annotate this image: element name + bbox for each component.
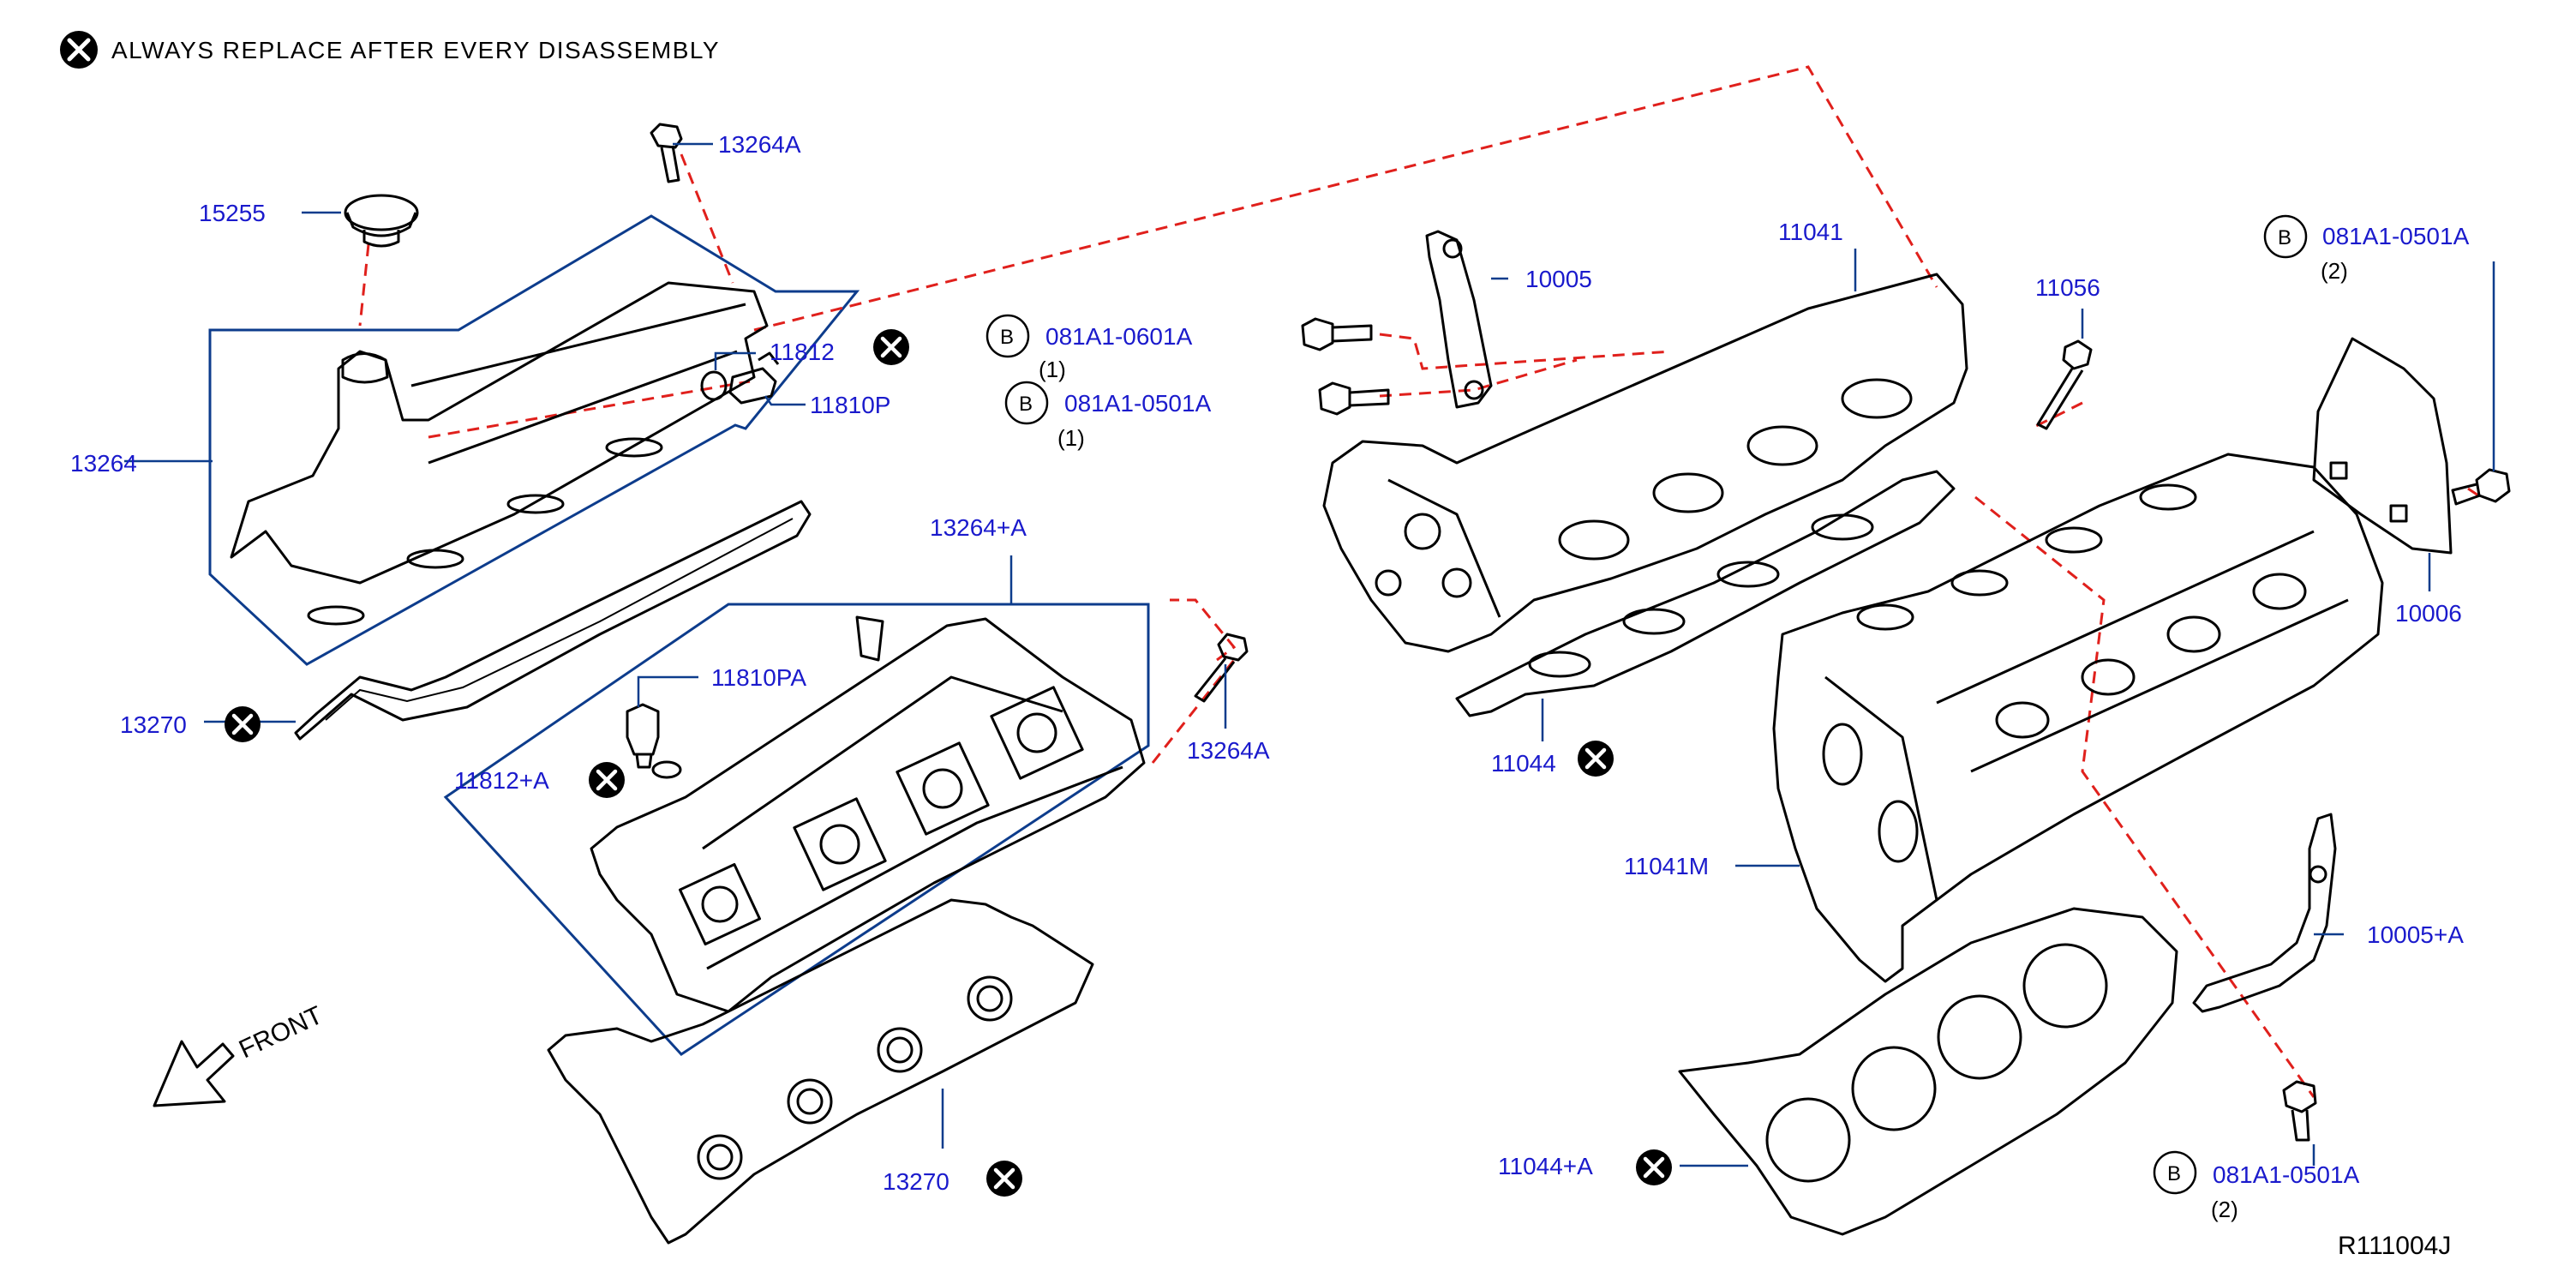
part-label-081A1-0501A-bottom[interactable]: 081A1-0501A bbox=[2213, 1161, 2360, 1188]
part-label-10006[interactable]: 10006 bbox=[2395, 600, 2462, 627]
assembly-dashed-lines bbox=[358, 65, 2482, 1098]
part-label-081A1-0501A-right[interactable]: 081A1-0501A bbox=[2322, 223, 2470, 249]
cylinder-head-11041M bbox=[1772, 453, 2384, 983]
replace-icon bbox=[225, 706, 261, 742]
part-label-081A1-0601A[interactable]: 081A1-0601A bbox=[1045, 323, 1193, 350]
oil-filler-cap bbox=[344, 194, 419, 248]
legend-text: ALWAYS REPLACE AFTER EVERY DISASSEMBLY bbox=[111, 37, 720, 63]
part-label-11044[interactable]: 11044 bbox=[1491, 750, 1556, 777]
part-label-11056[interactable]: 11056 bbox=[2035, 274, 2100, 301]
head-gasket-11044 bbox=[1455, 470, 1956, 717]
rocker-cover-upper bbox=[230, 281, 769, 626]
replace-icon bbox=[873, 329, 909, 365]
front-label: FRONT bbox=[235, 1001, 327, 1065]
part-label-13264[interactable]: 13264 bbox=[70, 450, 137, 477]
bolt-marker-icon: B bbox=[1004, 381, 1049, 425]
part-label-13264A-mid[interactable]: 13264A bbox=[1187, 737, 1270, 764]
svg-text:B: B bbox=[1000, 326, 1014, 349]
part-label-13264pA[interactable]: 13264+A bbox=[930, 514, 1027, 541]
part-label-15255[interactable]: 15255 bbox=[199, 200, 266, 226]
quantity-0501A-bottom: (2) bbox=[2211, 1197, 2238, 1222]
part-label-13264A-top[interactable]: 13264A bbox=[718, 131, 801, 158]
replace-icon bbox=[1578, 741, 1614, 777]
bracket-10005A bbox=[2192, 813, 2337, 1013]
replace-legend: ALWAYS REPLACE AFTER EVERY DISASSEMBLY bbox=[60, 31, 720, 69]
front-arrow bbox=[153, 1040, 235, 1107]
bolt-11056 bbox=[2036, 339, 2093, 430]
bracket-10006 bbox=[2312, 337, 2453, 555]
svg-text:B: B bbox=[1019, 393, 1033, 416]
part-label-13270-bottom[interactable]: 13270 bbox=[883, 1168, 950, 1195]
part-label-10005[interactable]: 10005 bbox=[1525, 266, 1592, 292]
rocker-cover-upper-box bbox=[208, 214, 860, 666]
part-label-11810P[interactable]: 11810P bbox=[810, 392, 890, 418]
part-label-11041[interactable]: 11041 bbox=[1778, 219, 1843, 245]
part-label-081A1-0501A-left[interactable]: 081A1-0501A bbox=[1064, 390, 1212, 417]
pcv-washer-11812A bbox=[651, 760, 682, 779]
rocker-cover-lower bbox=[590, 615, 1146, 1013]
bolt-081A1-0501A-left bbox=[1318, 381, 1390, 416]
svg-text:B: B bbox=[2167, 1162, 2181, 1185]
part-label-10005pA[interactable]: 10005+A bbox=[2367, 921, 2464, 948]
bolt-marker-icon: B bbox=[2263, 214, 2308, 259]
quantity-0601A: (1) bbox=[1039, 357, 1066, 382]
part-label-11041M[interactable]: 11041M bbox=[1624, 853, 1709, 879]
replace-icon bbox=[60, 31, 98, 69]
replace-icon bbox=[589, 762, 625, 798]
quantity-0501A-left: (1) bbox=[1057, 425, 1085, 451]
part-label-11044pA[interactable]: 11044+A bbox=[1498, 1153, 1593, 1179]
bolt-081A1-0501A-bottom bbox=[2282, 1080, 2317, 1142]
cylinder-head-11041 bbox=[1322, 273, 1968, 653]
part-label-13270-left[interactable]: 13270 bbox=[120, 711, 187, 738]
bolt-marker-icon: B bbox=[2153, 1150, 2197, 1195]
quantity-0501A-right: (2) bbox=[2321, 258, 2348, 284]
pcv-washer-11812 bbox=[700, 370, 728, 401]
rocker-gasket-lower bbox=[547, 898, 1094, 1245]
rocker-gasket-upper bbox=[294, 500, 812, 741]
bolt-13264A-top bbox=[650, 123, 683, 183]
svg-text:B: B bbox=[2278, 226, 2291, 249]
bolt-marker-icon: B bbox=[985, 314, 1030, 358]
replace-icon bbox=[986, 1161, 1022, 1197]
bracket-10005 bbox=[1425, 230, 1493, 409]
bolt-13264A-mid bbox=[1194, 633, 1249, 703]
head-gasket-11044A bbox=[1678, 907, 2178, 1236]
part-label-11810PA[interactable]: 11810PA bbox=[711, 664, 806, 691]
rocker-cover-lower-box bbox=[443, 603, 1150, 1056]
part-label-11812pA[interactable]: 11812+A bbox=[454, 767, 549, 794]
pcv-valve-11810P bbox=[728, 351, 780, 405]
leader-lines bbox=[124, 142, 2495, 1167]
diagram-code: R111004J bbox=[2338, 1232, 2451, 1260]
bolt-081A1-0501A-right bbox=[2451, 468, 2511, 506]
replace-icon bbox=[1636, 1149, 1672, 1185]
part-label-11812[interactable]: 11812 bbox=[770, 339, 835, 365]
pcv-valve-11810PA bbox=[626, 703, 660, 769]
bolt-081A1-0601A bbox=[1301, 317, 1373, 351]
